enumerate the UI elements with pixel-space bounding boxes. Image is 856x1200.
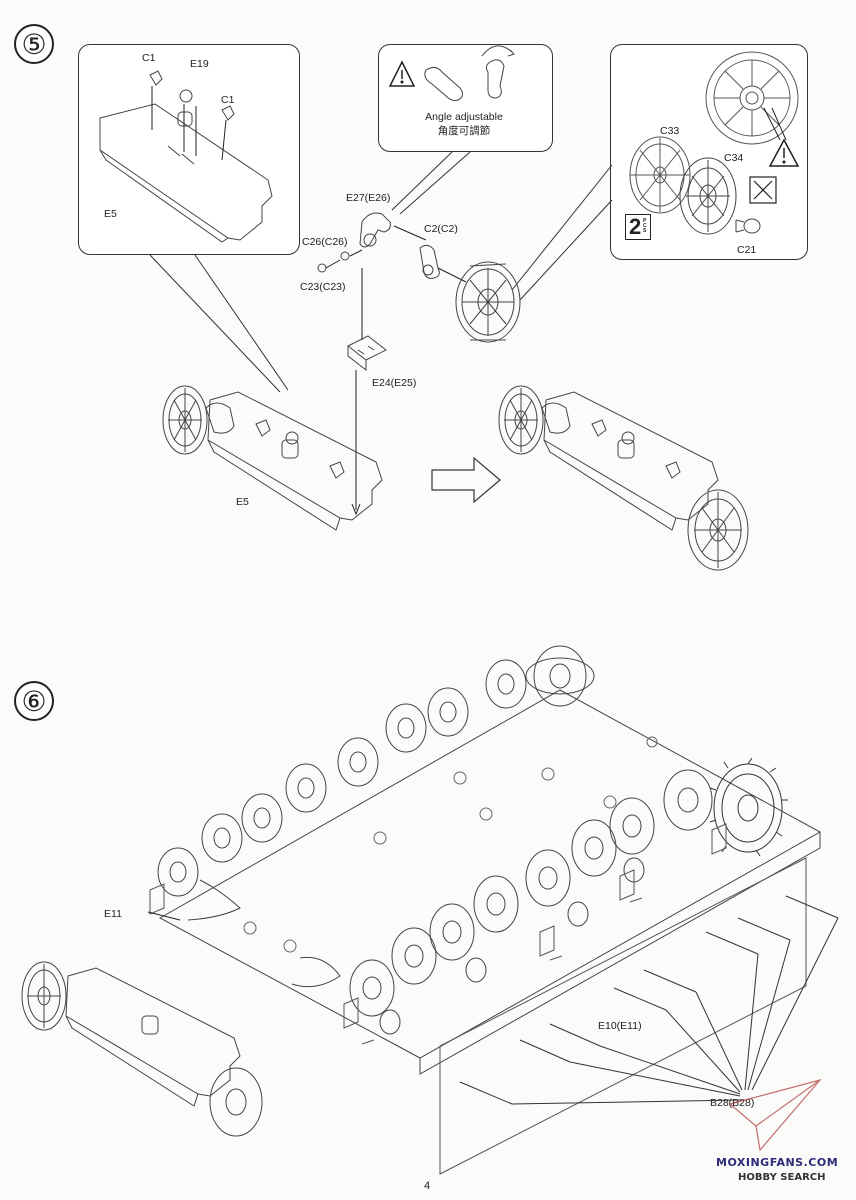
road-wheels-front [349,769,713,1035]
callout-large-wheel [705,51,799,145]
label-e11: E11 [104,908,122,920]
warning-icon-mid [388,60,416,87]
label-c1-right: C1 [221,94,235,106]
no-glue-icon [749,176,777,204]
watermark-logo-icon [728,1078,822,1152]
sprocket-rear [525,657,595,695]
angle-adjustable-cn: 角度可調節 [437,125,491,137]
quantity-badge: 2 PCS [625,214,651,240]
label-e24: E24(E25) [372,377,417,389]
watermark-brand: HOBBY SEARCH [738,1172,826,1183]
callout-cap-c21 [735,218,761,234]
arm-e27-and-parts [317,212,467,516]
callout-angle-adjustable [378,44,553,152]
label-e27: E27(E26) [346,192,391,204]
label-c1-left: C1 [142,52,156,64]
e5-assembly-right [498,385,749,571]
watermark-site: MOXINGFANS.COM [716,1156,839,1169]
angle-adjustable-text: Angle adjustable 角度可調節 [404,110,524,138]
road-wheels-back [157,645,587,897]
step-5-number: ⑤ [14,24,54,64]
pin-plane [439,857,807,1175]
label-e5-main: E5 [236,496,249,508]
label-e5-callout: E5 [104,208,117,220]
callout-wheel-c34 [679,157,737,235]
e5-assembly-step6 [21,961,263,1137]
label-e10: E10(E11) [598,1020,642,1032]
label-c2: C2(C2) [424,223,458,235]
step-6-number: ⑥ [14,681,54,721]
warning-icon-right [763,107,800,167]
label-c34: C34 [724,152,744,164]
angle-arm-icons [424,45,515,101]
quantity-number: 2 [629,214,642,239]
callout-wheel-c33 [629,136,691,214]
hull-bottom-plate [158,689,822,1075]
hull-details [243,736,658,953]
label-c23: C23(C23) [300,281,346,293]
drive-sprocket [709,757,788,857]
assembly-arrow-icon [431,456,501,504]
label-c33: C33 [660,125,680,137]
label-c21: C21 [737,244,757,256]
road-wheel-step5 [455,261,521,343]
label-c26: C26(C26) [302,236,348,248]
callout-plate-e5 [99,70,273,243]
pcs-label: PCS [643,218,647,234]
label-e19: E19 [190,58,209,70]
angle-adjustable-en: Angle adjustable [425,111,503,123]
bracket-row [149,823,727,1045]
e5-assembly-left [162,385,383,531]
b28-leader-lines [511,917,839,1105]
b28-pins [459,895,839,1105]
callout-detail-e5 [78,44,300,255]
page-number: 4 [424,1180,431,1192]
